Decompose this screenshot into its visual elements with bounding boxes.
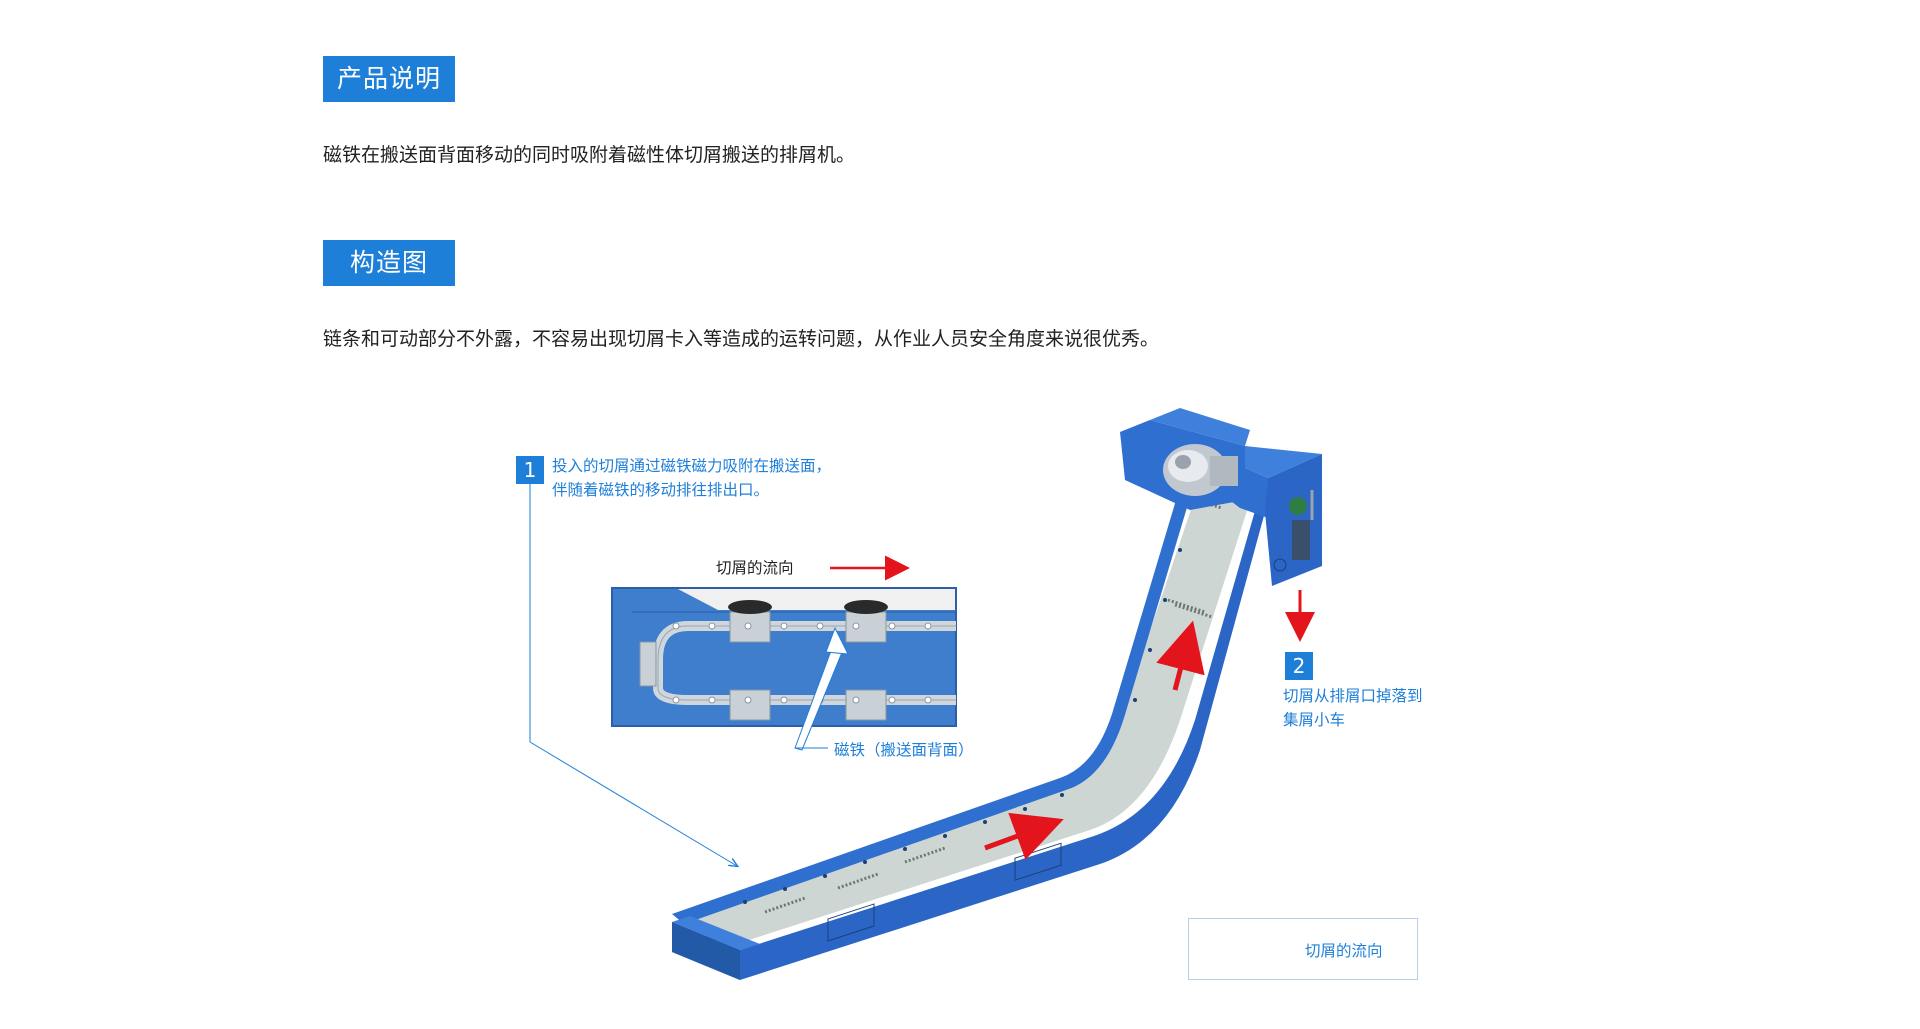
legend-box: 切屑的流向 xyxy=(1188,918,1418,980)
conveyor-flow-arrow-1 xyxy=(984,812,1064,860)
callout-2-line-1: 切屑从排屑口掉落到 xyxy=(1283,687,1423,705)
inset-flow-label: 切屑的流向 xyxy=(716,559,794,577)
product-description-text: 磁铁在搬送面背面移动的同时吸附着磁性体切屑搬送的排屑机。 xyxy=(323,144,856,166)
callout-2-number: 2 xyxy=(1285,652,1313,680)
callout-1-number: 1 xyxy=(516,456,544,484)
callout-2-line-2: 集屑小车 xyxy=(1283,711,1346,729)
callout-1-line-2: 伴随着磁铁的移动排往排出口。 xyxy=(552,481,770,499)
inset-magnet-label: 磁铁（搬送面背面） xyxy=(834,741,974,759)
conveyor-body xyxy=(672,408,1322,980)
legend-label: 切屑的流向 xyxy=(1305,942,1383,960)
callout-1-leader xyxy=(529,484,737,866)
inset-cross-section xyxy=(611,587,957,751)
callout-1-text: 投入的切屑通过磁铁磁力吸附在搬送面， 伴随着磁铁的移动排往排出口。 xyxy=(552,454,831,502)
callout-1-line-1: 投入的切屑通过磁铁磁力吸附在搬送面， xyxy=(552,457,832,475)
section-title-structure-diagram: 构造图 xyxy=(323,240,455,286)
section-title-product-description: 产品说明 xyxy=(323,56,455,102)
structure-description-text: 链条和可动部分不外露，不容易出现切屑卡入等造成的运转问题，从作业人员安全角度来说… xyxy=(323,328,1160,350)
conveyor-flow-arrow-2 xyxy=(1156,620,1205,691)
callout-2-text: 切屑从排屑口掉落到 集屑小车 xyxy=(1283,684,1423,732)
